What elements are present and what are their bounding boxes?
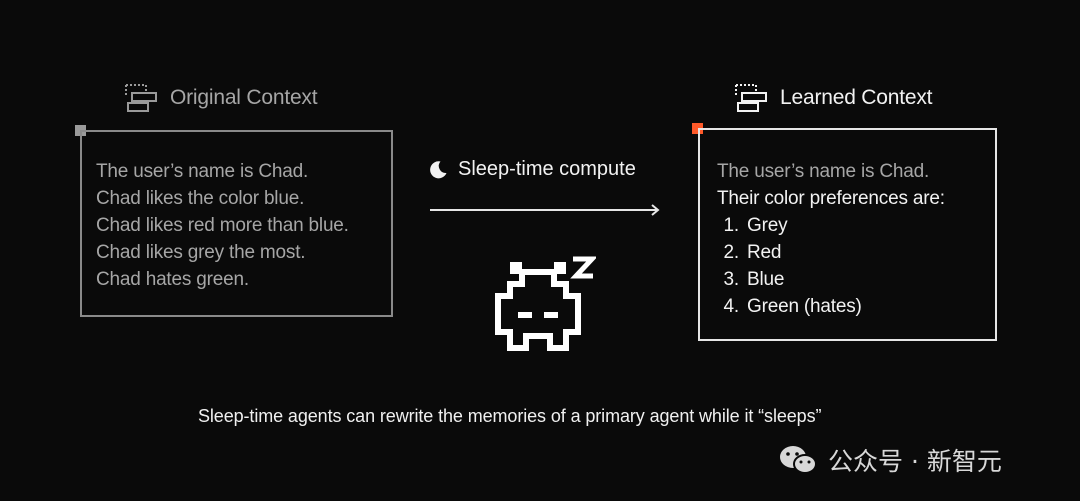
watermark-text: 公众号 · 新智元 <box>828 447 1002 476</box>
list-item: 2.Red <box>723 242 782 263</box>
moon-icon <box>430 160 447 178</box>
sleep-time-compute-label: Sleep-time compute <box>428 158 636 181</box>
color-preference-list: 1.Grey 2.Red 3.Blue 4.Green (hates) <box>717 212 945 320</box>
learned-context-title: Learned Context <box>780 86 933 109</box>
original-line: Chad likes grey the most. <box>96 242 306 263</box>
wechat-icon <box>780 446 817 474</box>
watermark: 公众号 · 新智元 <box>778 442 1002 478</box>
arrow-right-icon <box>430 204 660 216</box>
zz-icon <box>570 256 596 279</box>
list-item: 3.Blue <box>723 269 785 290</box>
sleep-time-compute-text: Sleep-time compute <box>458 158 636 180</box>
list-item: 1.Grey <box>723 215 788 236</box>
original-line: The user’s name is Chad. <box>96 161 309 182</box>
original-line: Chad likes red more than blue. <box>96 215 349 236</box>
original-context-lines: The user’s name is Chad. Chad likes the … <box>96 158 349 293</box>
original-line: Chad likes the color blue. <box>96 188 305 209</box>
learned-context-corner-marker <box>692 123 703 134</box>
learned-intro: The user’s name is Chad. <box>717 161 930 182</box>
learned-context-header: Learned Context <box>734 82 932 114</box>
original-context-header: Original Context <box>124 82 318 114</box>
learned-context-lines: The user’s name is Chad. Their color pre… <box>717 158 945 320</box>
learned-subtitle: Their color preferences are: <box>717 188 945 209</box>
sleeping-invader-icon <box>495 262 581 351</box>
original-context-box: The user’s name is Chad. Chad likes the … <box>80 130 393 317</box>
list-item: 4.Green (hates) <box>723 296 862 317</box>
context-layers-icon <box>125 84 157 112</box>
diagram-caption: Sleep-time agents can rewrite the memori… <box>198 406 822 426</box>
learned-context-box: The user’s name is Chad. Their color pre… <box>698 128 997 341</box>
original-line: Chad hates green. <box>96 269 249 290</box>
original-context-title: Original Context <box>170 86 318 109</box>
context-layers-icon <box>735 84 767 112</box>
